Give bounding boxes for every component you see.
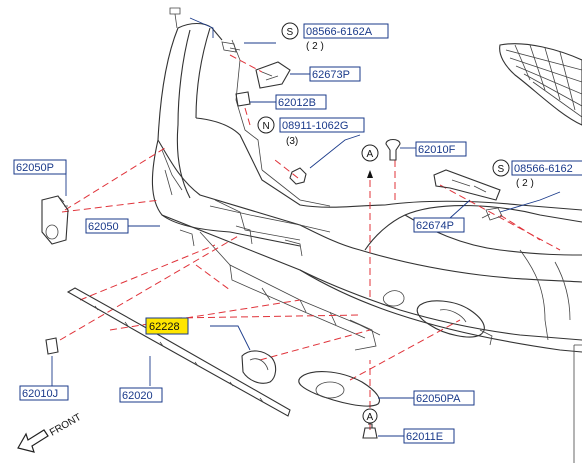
bolt-top-icon — [169, 7, 181, 29]
qty-08566-6162: ( 2 ) — [516, 178, 534, 189]
clip-62012b-icon — [235, 91, 251, 107]
part-number-62012b[interactable]: 62012B — [278, 97, 316, 109]
front-label: FRONT — [48, 412, 83, 439]
bracket-62050p-icon — [41, 195, 69, 245]
ref-a-text: A — [367, 149, 374, 160]
callout-62011e: 62011E — [403, 428, 455, 444]
symbol-s-text: S — [287, 27, 294, 38]
front-indicator: FRONT — [17, 412, 83, 453]
symbol-n-circle — [257, 116, 275, 134]
qty-08911-1062g: (3) — [286, 136, 298, 147]
leader-lines — [51, 17, 561, 437]
callout-62228: 62228 — [145, 317, 189, 335]
clip-62011e-icon — [362, 423, 378, 439]
callout-62012b: 62012B — [275, 94, 327, 110]
part-number-62010f[interactable]: 62010F — [418, 144, 456, 156]
clip-62010j-icon — [45, 337, 59, 355]
callout-08911-1062g: N 08911-1062G (3) — [257, 116, 365, 147]
bolt-right-icon — [481, 207, 503, 221]
callout-08566-6162: S 08566-6162 ( 2 ) — [492, 159, 582, 189]
callout-a-reference: A — [361, 144, 379, 162]
callout-62674p: 62674P — [413, 217, 465, 233]
part-number-62228[interactable]: 62228 — [149, 321, 180, 333]
part-number-62674p[interactable]: 62674P — [416, 220, 454, 232]
symbol-n-text: N — [263, 121, 270, 132]
callout-62020: 62020 — [119, 387, 163, 403]
callout-62010f: 62010F — [415, 141, 467, 157]
part-number-08566-6162a[interactable]: 08566-6162A — [306, 26, 373, 38]
part-number-62050pa[interactable]: 62050PA — [416, 393, 461, 405]
ref-a2-text: A — [367, 412, 374, 423]
front-arrow-icon — [17, 429, 49, 453]
part-number-08911-1062g[interactable]: 08911-1062G — [282, 120, 348, 132]
symbol-s2-text: S — [498, 164, 505, 175]
callout-62673p: 62673P — [309, 66, 361, 82]
bracket-62673p-icon — [255, 61, 291, 89]
small-parts — [41, 7, 503, 439]
symbol-s-circle — [281, 22, 299, 40]
callout-62050: 62050 — [85, 218, 129, 234]
callout-08566-6162a: S 08566-6162A ( 2 ) — [281, 22, 389, 52]
part-number-62673p[interactable]: 62673P — [312, 69, 350, 81]
clip-62010f-icon — [385, 138, 401, 161]
part-number-62011e[interactable]: 62011E — [406, 431, 443, 443]
ref-a2-circle — [362, 408, 378, 424]
part-number-62010j[interactable]: 62010J — [22, 388, 58, 400]
callout-a-reference-2: A — [362, 408, 378, 424]
up-arrow-icon — [367, 170, 373, 178]
bracket-62674p-icon — [433, 169, 501, 201]
guide-lines — [59, 54, 561, 430]
ref-a-circle — [361, 144, 379, 162]
bolt-upper-icon — [221, 41, 241, 53]
symbol-s2-circle — [492, 159, 510, 177]
part-number-62050[interactable]: 62050 — [88, 221, 119, 233]
part-number-62050p[interactable]: 62050P — [16, 162, 54, 174]
molding-strip-62020-icon — [66, 287, 291, 417]
callout-62050p: 62050P — [13, 159, 67, 175]
part-number-08566-6162[interactable]: 08566-6162 — [514, 163, 573, 175]
part-number-62020[interactable]: 62020 — [122, 390, 153, 402]
tow-cover-62228-icon — [241, 350, 277, 384]
nut-icon — [289, 167, 307, 185]
qty-08566-6162a: ( 2 ) — [306, 41, 324, 52]
highlight-62228 — [145, 317, 189, 335]
callout-62050pa: 62050PA — [413, 390, 475, 406]
fog-finisher-62050pa-icon — [298, 371, 380, 407]
grille-mesh — [499, 43, 582, 126]
side-panel-edge — [573, 344, 582, 463]
callout-62010j: 62010J — [19, 385, 69, 401]
